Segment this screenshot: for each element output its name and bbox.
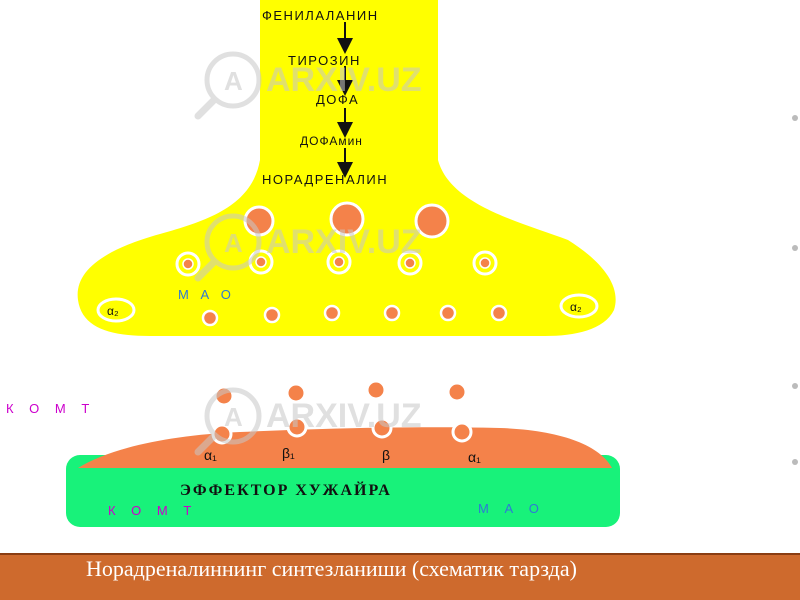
receptor-alpha1-right: α₁ [468,449,481,465]
effector-title: ЭФФЕКТОР ХУЖАЙРА [180,480,392,499]
watermark-1: A ARXIV.UZ [194,51,422,120]
svg-text:A: A [224,66,243,96]
svg-text:A: A [224,402,243,432]
svg-text:ARXIV.UZ: ARXIV.UZ [266,61,422,99]
slide-edge-marks [792,115,798,465]
receptor-alpha1-left: α₁ [204,447,217,463]
slide-caption: Норадреналиннинг синтезланиши (схематик … [86,556,577,581]
pathway-step-noradrenaline: НОРАДРЕНАЛИН [262,172,388,187]
watermark-2: A ARXIV.UZ [194,213,422,282]
cleft-komt-label: К О М Т [6,401,95,416]
presynaptic-right-receptor: α₂ [559,293,599,319]
effector-cell [66,455,620,527]
svg-text:A: A [224,228,243,258]
svg-text:ARXIV.UZ: ARXIV.UZ [266,397,422,435]
receptor-beta1: β₁ [282,445,295,461]
caption-bar [0,553,800,600]
svg-text:ARXIV.UZ: ARXIV.UZ [266,223,422,261]
caption-divider [0,553,800,555]
effector-komt-label: К О М Т [108,503,197,518]
svg-text:α₂: α₂ [570,300,582,314]
pathway-step-dopamine: ДОФАмин [300,134,363,148]
presynaptic-terminal [77,0,616,336]
release-vesicles [201,304,508,327]
bound-transmitters [211,416,473,445]
receptor-beta: β [382,447,390,463]
presynaptic-mao-label: М А О [178,287,235,302]
presynaptic-left-receptor: α₂ [96,297,136,323]
effector-mao-label: М А О [478,501,545,516]
pathway-step-dopa: ДОФА [316,92,359,107]
ring-vesicles [175,249,498,277]
watermark-3: A ARXIV.UZ [194,387,422,456]
pathway-step-phenylalanine: ФЕНИЛАЛАНИН [262,8,379,23]
svg-text:α₂: α₂ [107,304,119,318]
pathway-step-tyrosine: ТИРОЗИН [288,53,361,68]
